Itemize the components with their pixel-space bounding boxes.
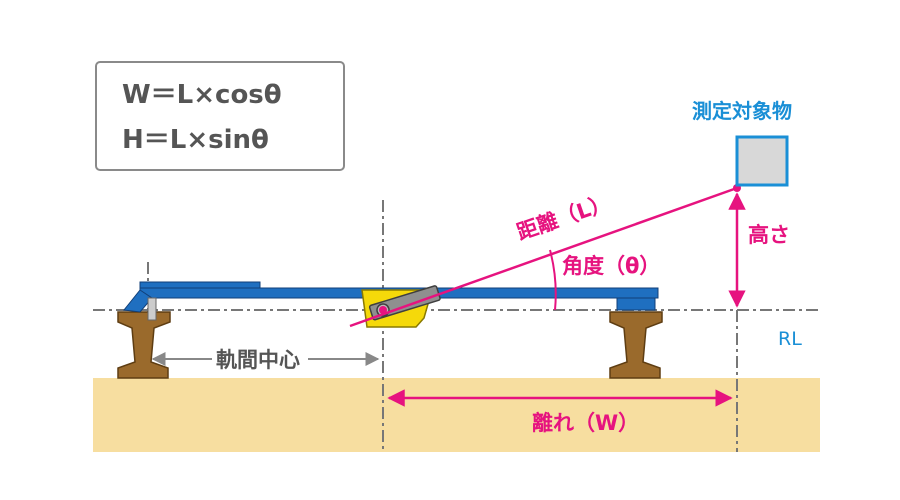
- target-label: 測定対象物: [692, 99, 792, 123]
- track-center-label: 軌間中心: [216, 348, 300, 372]
- distance-line: [349, 186, 738, 328]
- right-rail: [609, 311, 663, 379]
- right-beam-foot: [616, 297, 656, 311]
- ground: [93, 378, 820, 452]
- left-beam-bracket: [123, 289, 153, 313]
- rl-label: RL: [778, 328, 802, 350]
- sensor-origin-point: [379, 306, 387, 314]
- angle-arc: [549, 249, 557, 311]
- track-center-label-bg: [212, 344, 308, 372]
- formula-w: W＝L×cosθ: [122, 80, 282, 110]
- formula-h: H＝L×sinθ: [122, 125, 269, 155]
- left-bracket-block: [147, 297, 157, 321]
- formula-box: [95, 61, 345, 171]
- angle-label: 角度（θ）: [562, 254, 660, 278]
- height-label: 高さ: [748, 223, 790, 247]
- target-object: [735, 135, 789, 187]
- left-rail: [117, 311, 171, 379]
- offset-label: 離れ（W）: [532, 411, 639, 435]
